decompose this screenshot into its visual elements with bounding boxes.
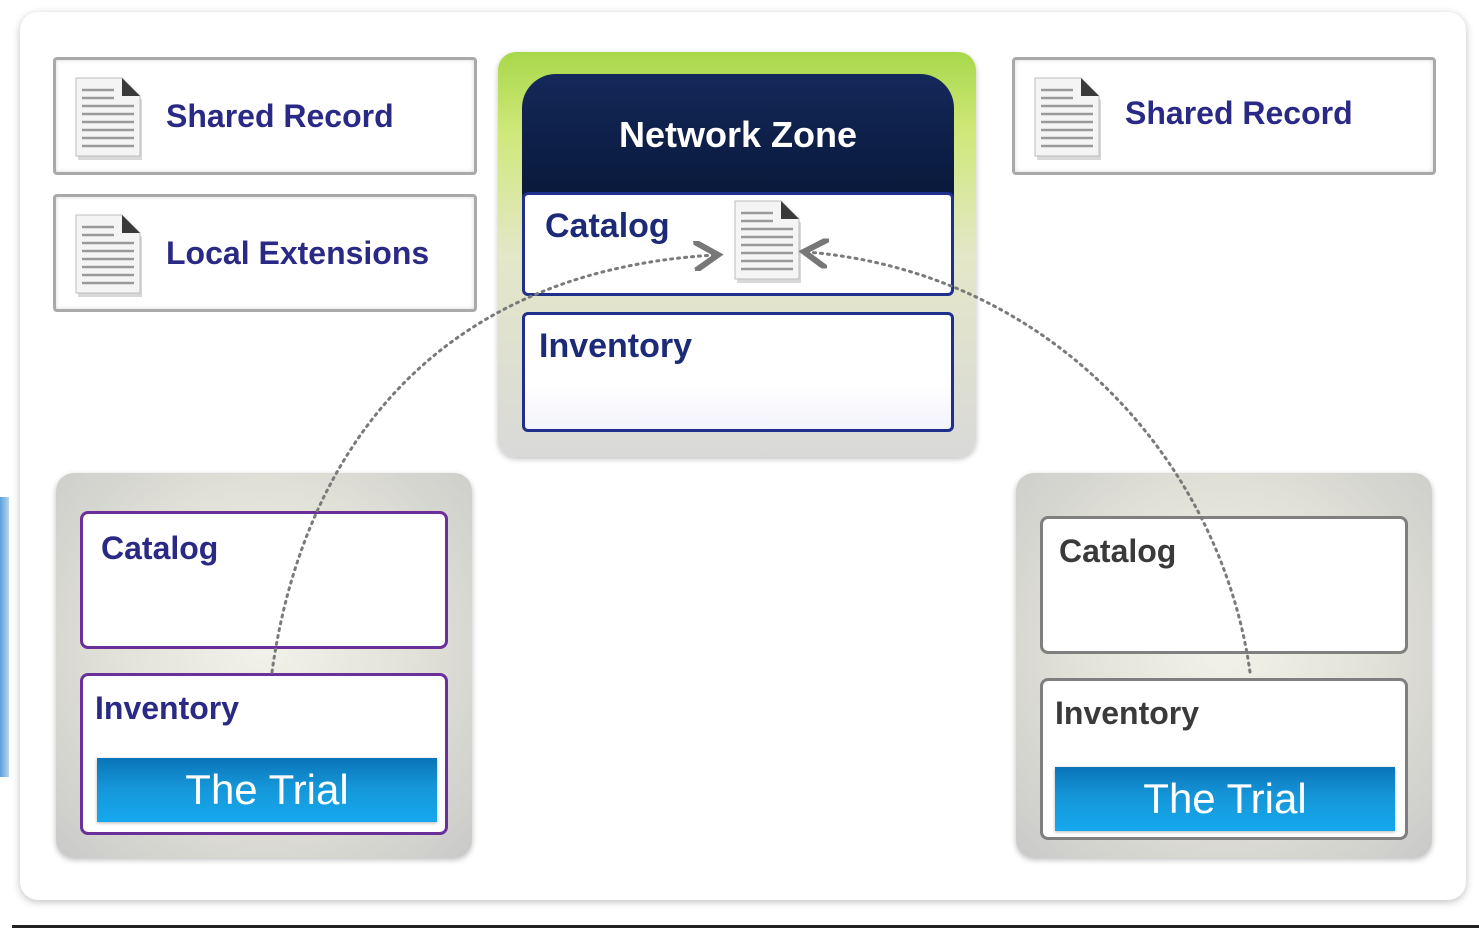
catalog-label: Catalog: [101, 530, 219, 566]
local-extensions-panel: Local Extensions: [53, 194, 477, 312]
shared-record-label: Shared Record: [166, 97, 394, 134]
the-trial-item: The Trial: [97, 758, 437, 822]
bottom-rule: [12, 925, 1479, 928]
left-catalog: Catalog: [80, 511, 448, 649]
left-inventory: Inventory The Trial: [80, 673, 448, 835]
left-institution: Catalog Inventory The Trial: [56, 473, 472, 858]
shared-record-right-panel: Shared Record: [1012, 57, 1436, 175]
network-zone-catalog: Catalog: [522, 192, 954, 296]
shared-record-document-icon: [734, 200, 801, 283]
network-zone-inventory: Inventory: [522, 312, 954, 432]
shared-record-label: Shared Record: [1125, 94, 1353, 131]
inventory-label: Inventory: [539, 327, 693, 365]
right-institution: Catalog Inventory The Trial: [1016, 473, 1432, 858]
inventory-label: Inventory: [95, 690, 240, 726]
network-zone: Network Zone Catalog Inventory: [498, 52, 976, 457]
right-catalog: Catalog: [1040, 516, 1408, 654]
catalog-label: Catalog: [1059, 533, 1177, 569]
document-icon: [75, 77, 142, 160]
network-zone-title: Network Zone: [618, 114, 858, 155]
network-zone-header: Network Zone: [522, 74, 954, 214]
shared-record-left-panel: Shared Record: [53, 57, 477, 175]
left-accent-bar: [0, 497, 9, 777]
catalog-label: Catalog: [545, 207, 670, 245]
local-extensions-label: Local Extensions: [166, 234, 430, 271]
right-inventory: Inventory The Trial: [1040, 678, 1408, 840]
document-icon: [75, 214, 142, 297]
inventory-label: Inventory: [1055, 695, 1200, 731]
document-icon: [1034, 77, 1101, 160]
the-trial-item: The Trial: [1055, 767, 1395, 831]
